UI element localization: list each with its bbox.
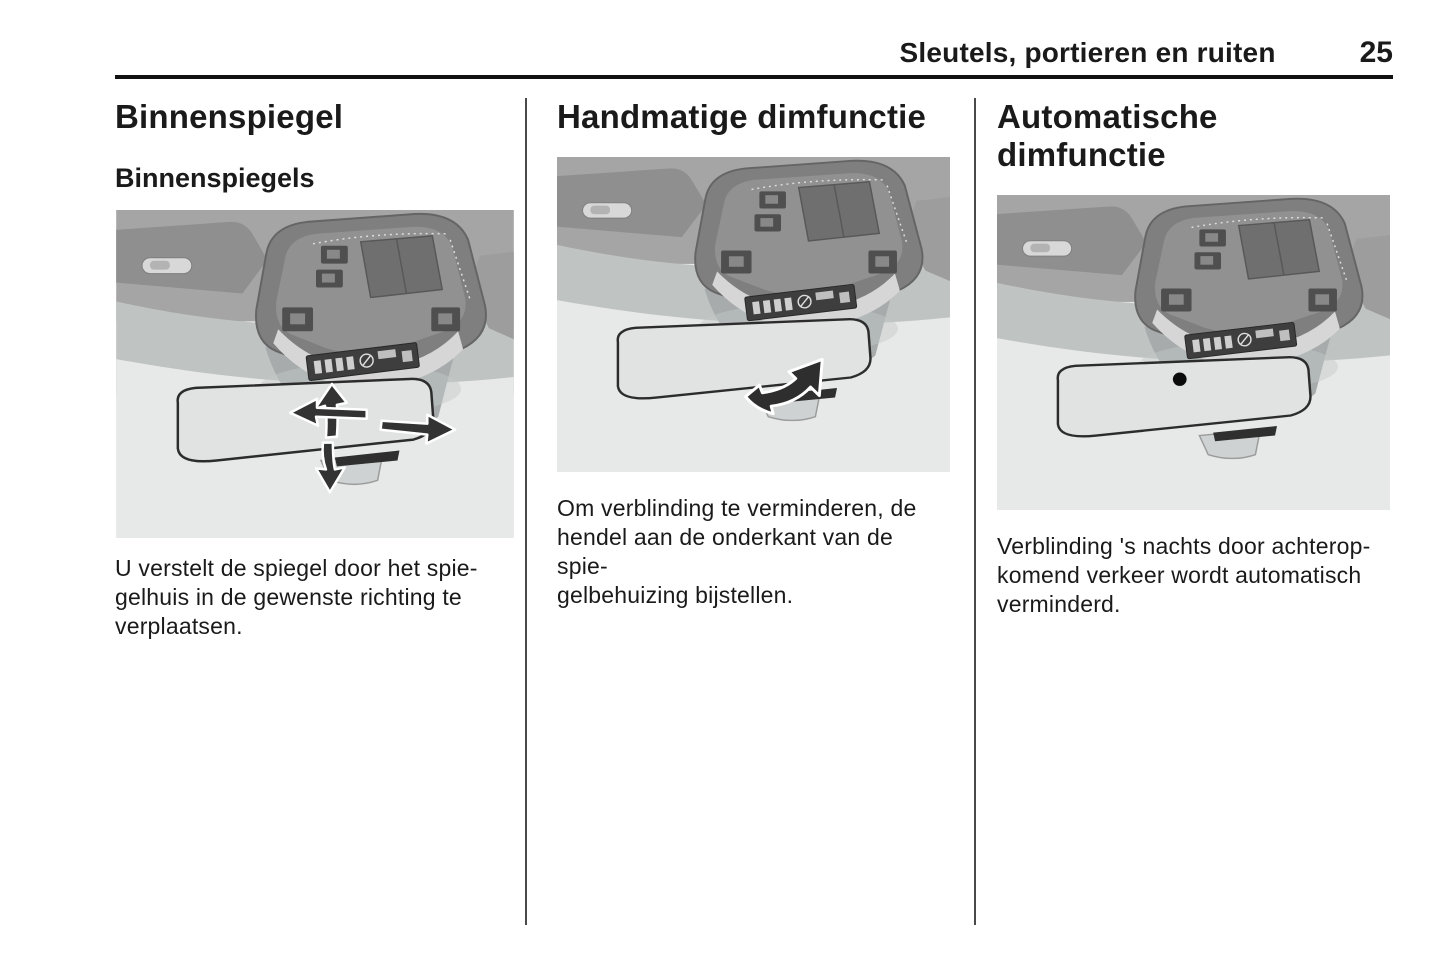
overhead-console-scene (116, 210, 514, 538)
column-automatische-dimfunctie: Automatische dimfunctie Verblinding 's n… (995, 98, 1392, 619)
interior-mirror-illustration (116, 210, 514, 538)
warning-label (305, 342, 420, 381)
content-columns: Binnenspiegel Binnenspiegels (115, 79, 1445, 925)
subsection-heading: Binnenspiegels (115, 163, 315, 193)
section-heading: Handmatige dimfunctie (557, 98, 927, 135)
column-divider (525, 98, 527, 925)
figure-mirror-adjustment (115, 210, 515, 538)
figure-manual-dimming (555, 155, 952, 474)
column-divider (974, 98, 976, 925)
four-direction-arrows-icon (288, 382, 457, 494)
sensor-dot-icon (1172, 372, 1187, 386)
chapter-title: Sleutels, portieren en ruiten (899, 37, 1276, 68)
section-heading: Binnenspiegel (115, 98, 344, 135)
column-binnenspiegel: Binnenspiegel Binnenspiegels (115, 98, 515, 641)
column-handmatige-dimfunctie: Handmatige dimfunctie Om verblinding te … (555, 98, 952, 610)
body-text: Om verblinding te verminderen, de hendel… (557, 495, 917, 608)
figure-automatic-dimming (995, 193, 1392, 512)
flip-lever-arrow-icon (744, 357, 824, 416)
page-header: Sleutels, portieren en ruiten 25 (115, 0, 1393, 79)
interior-mirror-illustration (555, 155, 952, 474)
interior-mirror-illustration (995, 193, 1392, 512)
body-text: Verblinding 's nachts door achterop- kom… (997, 533, 1371, 617)
page-number: 25 (1359, 36, 1393, 69)
body-text: U verstelt de spiegel door het spie- gel… (115, 555, 478, 639)
section-heading: Automatische dimfunctie (997, 98, 1218, 173)
